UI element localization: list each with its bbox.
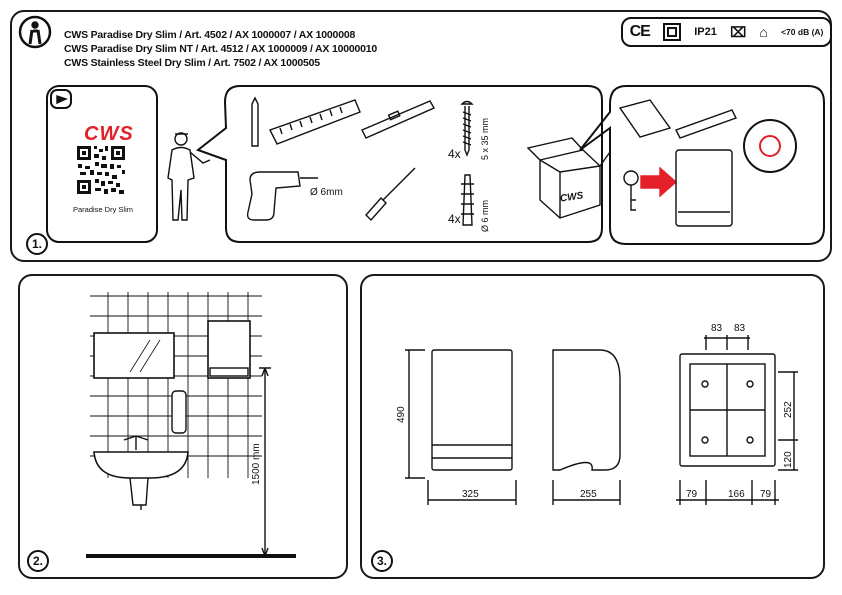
qr-code <box>77 146 125 194</box>
cardboard-box-icon <box>526 137 611 219</box>
ip-rating: IP21 <box>694 26 717 38</box>
key-icon <box>623 170 639 211</box>
front-view-drawing <box>405 349 517 505</box>
product-header: CWS Paradise Dry Slim / Art. 4502 / AX 1… <box>64 28 377 70</box>
worker-icon <box>18 15 52 49</box>
dim-depth: 255 <box>580 489 597 500</box>
step-3-number: 3. <box>371 550 393 572</box>
step-1-panel <box>10 10 832 262</box>
screw-qty: 4x <box>448 147 461 161</box>
wall-plug-icon <box>461 174 474 226</box>
accessories-bubble <box>579 85 825 245</box>
class-ii-icon <box>663 23 682 41</box>
washbasin <box>93 435 189 510</box>
screwdriver-icon <box>365 167 416 222</box>
tile-wall <box>90 292 262 478</box>
dim-hole-spacing-1: 83 <box>711 323 723 334</box>
spare-part-icon <box>675 109 737 139</box>
product-line-2: CWS Paradise Dry Slim NT / Art. 4512 / A… <box>64 43 378 55</box>
indoor-use-icon: ⌂ <box>759 24 768 40</box>
step-1-number: 1. <box>26 233 48 255</box>
side-view-drawing <box>552 349 621 505</box>
back-view-drawing <box>676 335 798 505</box>
dim-hole-spacing-2: 83 <box>734 323 746 334</box>
certification-strip: CE IP21 ⌧ ⌂ <70 dB (A) <box>621 17 832 47</box>
ce-mark: CE <box>629 23 651 40</box>
dim-bottom-1: 79 <box>686 489 698 500</box>
plug-qty: 4x <box>448 212 461 226</box>
soap-dispenser <box>171 390 187 434</box>
dim-bottom-3: 79 <box>760 489 772 500</box>
folding-ruler-icon <box>269 99 361 145</box>
video-icon <box>50 89 72 109</box>
product-line-3: CWS Stainless Steel Dry Slim / Art. 7502… <box>64 57 320 69</box>
qr-brand-logo: CWS <box>84 123 134 145</box>
step-2-panel <box>18 274 348 579</box>
dim-bottom-2: 166 <box>728 489 745 500</box>
screw-icon <box>460 100 474 157</box>
height-dimension-line <box>259 367 271 557</box>
pencil-icon <box>251 96 259 147</box>
tools-bubble <box>195 85 603 243</box>
noise-level: <70 dB (A) <box>781 27 824 37</box>
drill-bit-label: Ø 6mm <box>310 187 343 198</box>
spirit-level-icon <box>361 100 435 139</box>
mirror <box>93 332 175 379</box>
manual-icon <box>618 99 672 138</box>
step-2-number: 2. <box>27 550 49 572</box>
insert-arrow-icon <box>640 166 678 198</box>
product-line-1: CWS Paradise Dry Slim / Art. 4502 / AX 1… <box>64 29 356 41</box>
drill-icon <box>246 171 318 221</box>
lock-detail-zoom <box>743 119 797 173</box>
dispenser-front-icon <box>675 149 733 227</box>
qr-card <box>46 85 158 243</box>
dim-width: 325 <box>462 489 479 500</box>
step-3-panel <box>360 274 825 579</box>
qr-caption: Paradise Dry Slim <box>73 205 134 214</box>
installer-figure <box>167 132 211 221</box>
weee-icon: ⌧ <box>730 23 747 40</box>
